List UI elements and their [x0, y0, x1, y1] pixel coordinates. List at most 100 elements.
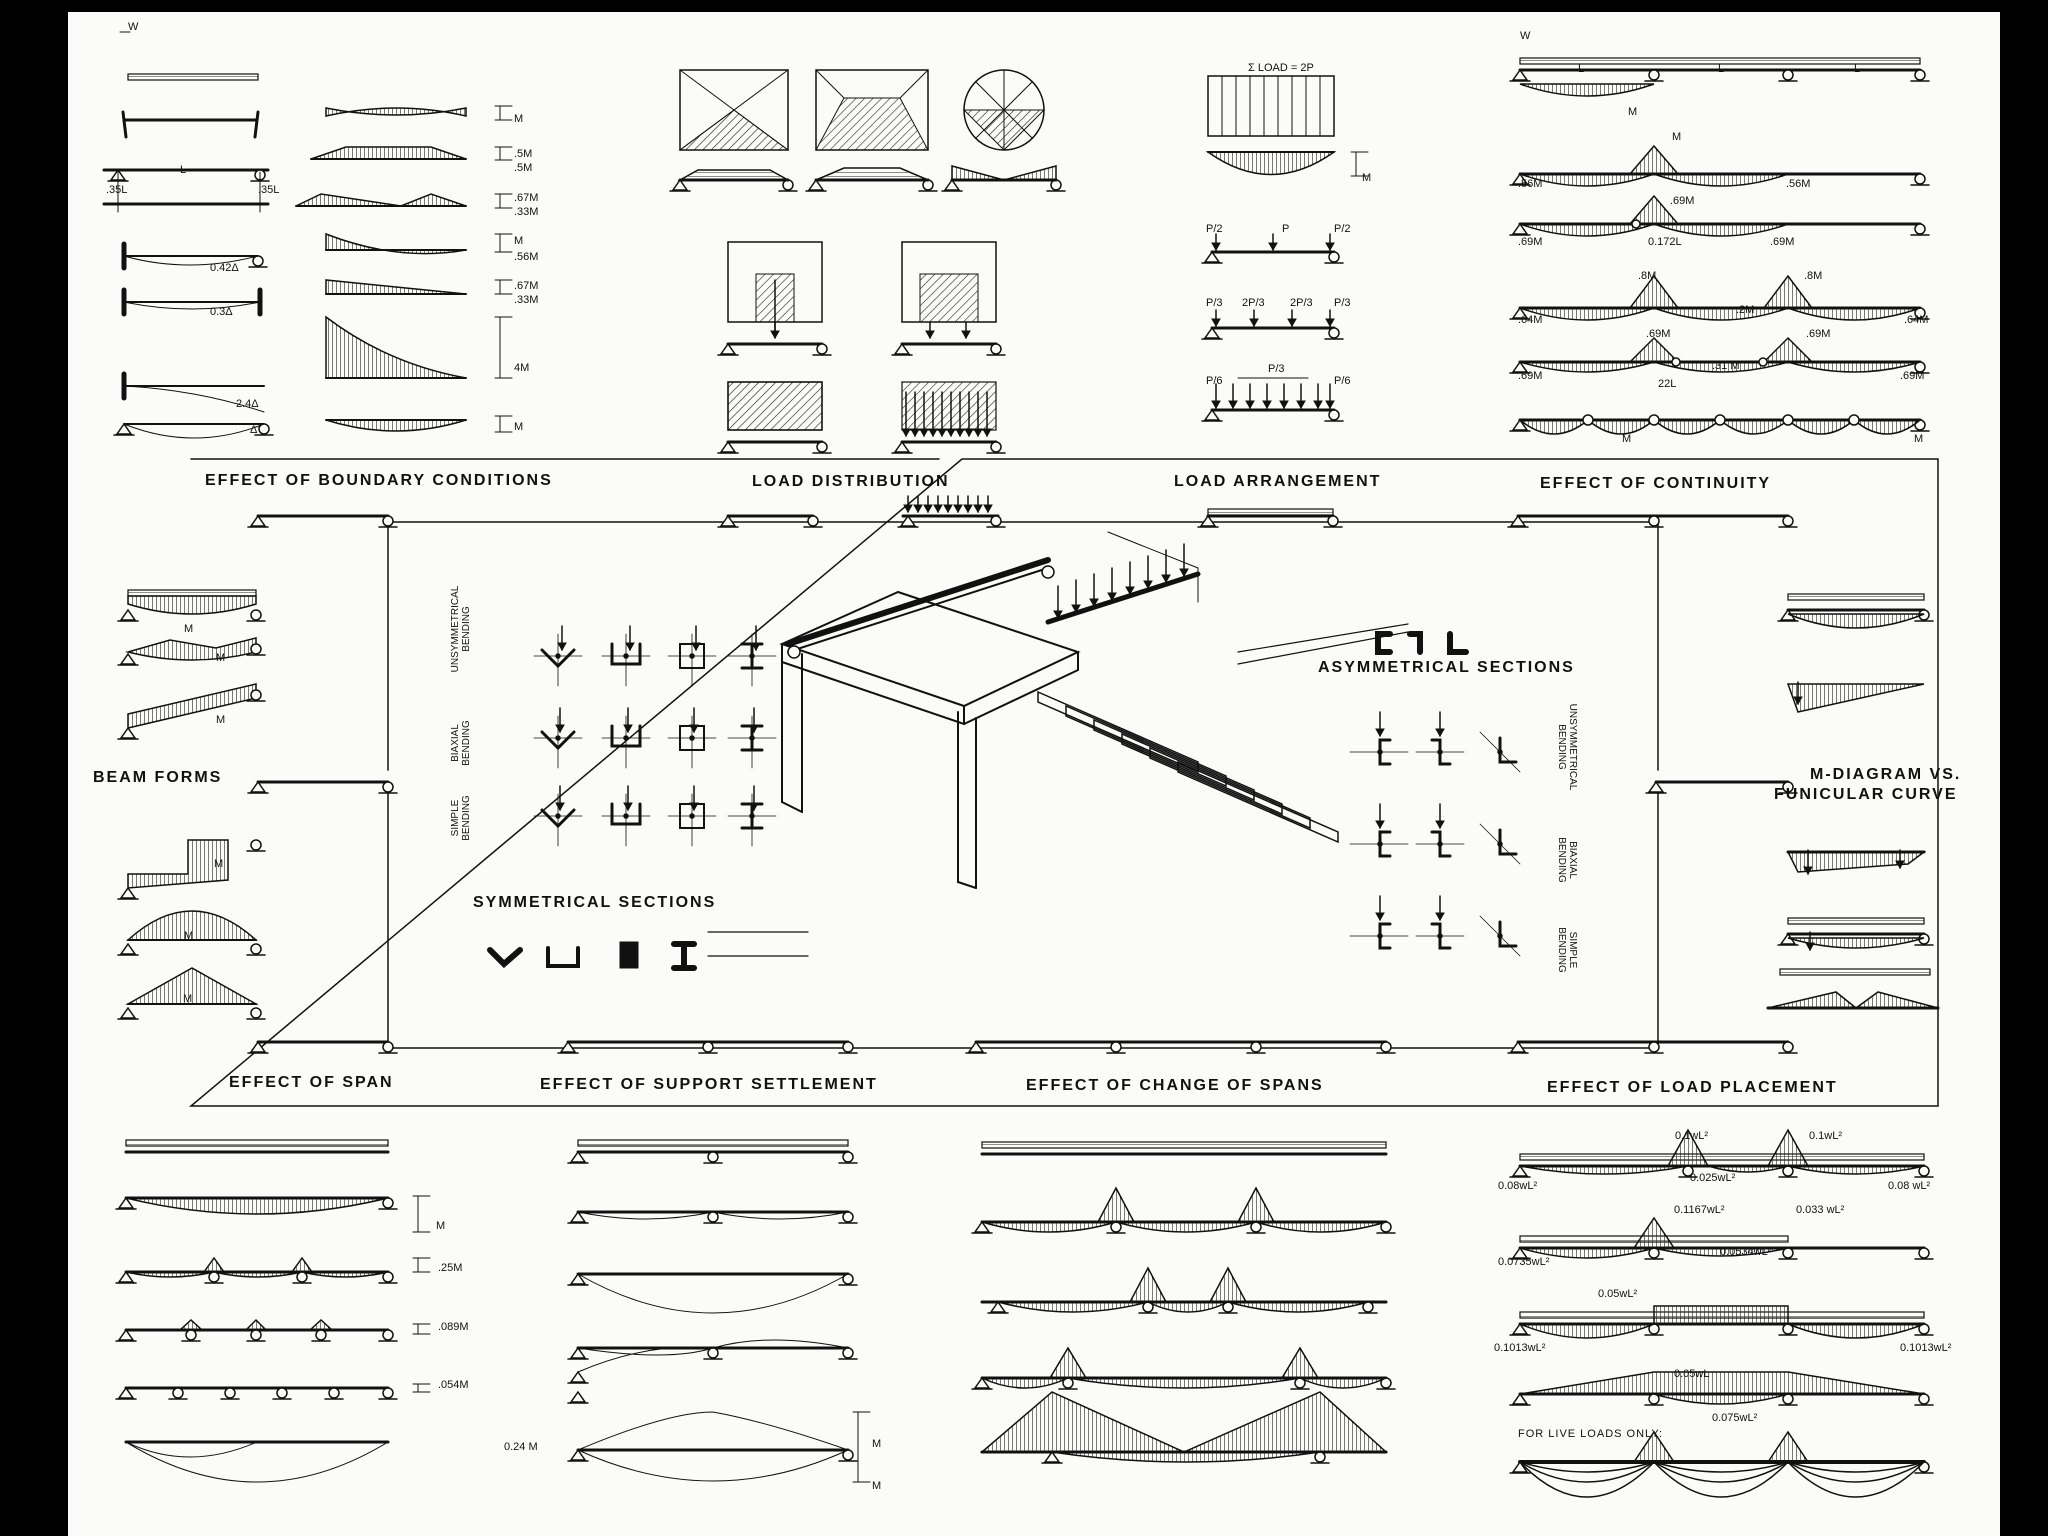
funi-moment-1: [1787, 613, 1925, 629]
moment-3: [295, 193, 467, 207]
ann-c69d: .69M: [1646, 328, 1671, 340]
radial: [1003, 81, 1033, 111]
arrow-head: [919, 428, 929, 438]
ann-c22: 22L: [1658, 378, 1677, 390]
roller-support: [702, 1041, 714, 1053]
cont-sag: [1519, 307, 1655, 321]
circle: [1437, 841, 1443, 847]
circle: [1631, 219, 1641, 229]
roller-support: [990, 515, 1002, 527]
arrow-head: [1375, 912, 1385, 922]
cont-sag: [1519, 223, 1655, 237]
arrow-head: [1071, 604, 1081, 614]
roller-support: [1380, 1041, 1392, 1053]
roller-support: [250, 1007, 262, 1019]
arrow-head: [1125, 586, 1135, 596]
ann-bfM4: M: [214, 858, 224, 870]
arrow-head: [910, 428, 920, 438]
arrow-head: [1211, 242, 1221, 252]
asym-l-section: [1498, 828, 1518, 856]
centroid: [749, 735, 755, 741]
ann-bfM1: M: [184, 623, 194, 635]
title-funicular-1: M-DIAGRAM VS.: [1810, 766, 1962, 783]
title-symmetrical: SYMMETRICAL SECTIONS: [473, 894, 717, 911]
roller-support: [1782, 781, 1794, 793]
centroid: [623, 653, 629, 659]
cont-sag: [1653, 223, 1789, 237]
arrow-head: [1803, 866, 1813, 876]
cont-sag: [1519, 173, 1655, 187]
load-slab: [1519, 1153, 1925, 1161]
span-envelope-1: [125, 1441, 389, 1483]
arrow-head: [1435, 912, 1445, 922]
pin-support: [1203, 408, 1221, 421]
joist: [1093, 718, 1255, 802]
pin-support: [1509, 514, 1527, 527]
pin-support: [1511, 1392, 1529, 1405]
arrow-head: [623, 724, 633, 734]
pin-support: [1511, 418, 1529, 431]
moment-peak: [1208, 1266, 1248, 1303]
pin-support: [807, 178, 825, 191]
settle-curve-4: [577, 1411, 849, 1482]
form-3: [127, 683, 257, 729]
circle: [1497, 933, 1503, 939]
moment-diagram: [1519, 1247, 1655, 1259]
label-biaxial-left: BIAXIAL BENDING: [450, 720, 472, 766]
roller-support: [1648, 515, 1660, 527]
panel-c: [727, 381, 823, 431]
roller-support: [1314, 1451, 1326, 1463]
moment-2: [310, 146, 467, 160]
asym-l-section: [1498, 736, 1518, 764]
circle: [1848, 414, 1860, 426]
arrow-head: [1161, 574, 1171, 584]
ann-lp005: 0.05wL²: [1598, 1288, 1638, 1300]
parabolic-moment: [1205, 151, 1337, 176]
ann-c2: .2M: [1736, 304, 1755, 316]
ann-c31: .31 M: [1712, 360, 1740, 372]
ann-c69f: .69M: [1518, 370, 1543, 382]
arrow-head: [691, 642, 701, 652]
pin-support: [943, 178, 961, 191]
roller-support: [224, 1387, 236, 1399]
ann-p6b: P/6: [1334, 375, 1351, 387]
roller-support: [382, 1041, 394, 1053]
pin-support: [559, 1040, 577, 1053]
column-base: [781, 801, 977, 889]
roller-support: [842, 1211, 854, 1223]
asym-z: [1407, 631, 1423, 655]
arrow-head: [1375, 728, 1385, 738]
title-funicular-2: FUNICULAR CURVE: [1774, 786, 1958, 803]
arrow-head: [1211, 400, 1221, 410]
roller-support: [172, 1387, 184, 1399]
ann-c69g: .69M: [1900, 370, 1925, 382]
ann-bM1: M: [514, 113, 524, 125]
arrow-head: [1279, 400, 1289, 410]
label-unsym-right: UNSYMMETRICAL BENDING: [1556, 703, 1578, 791]
moment-diagram: [1519, 1165, 1689, 1175]
ann-p2a: P/2: [1206, 223, 1223, 235]
title-span: EFFECT OF SPAN: [229, 1074, 394, 1091]
envelope-inner: [1519, 1461, 1925, 1473]
arrow-head: [903, 504, 913, 514]
ann-bfM3: M: [216, 714, 226, 726]
drawing-sheet: EFFECT OF BOUNDARY CONDITIONS LOAD DISTR…: [68, 12, 2000, 1536]
roller-support: [1918, 1393, 1930, 1405]
arrow-head: [1805, 942, 1815, 952]
pin-support: [119, 886, 137, 899]
pin-support: [1511, 1246, 1529, 1259]
arrow-head: [1296, 400, 1306, 410]
ann-bfM6: M: [183, 993, 193, 1005]
cont-sag: [1787, 307, 1921, 321]
pin-support: [973, 1376, 991, 1389]
moment-peak: [1632, 1430, 1676, 1463]
cont-hog: [1628, 274, 1680, 309]
leader: [1107, 531, 1199, 569]
ann-lp1167: 0.1167wL²: [1674, 1204, 1725, 1216]
ann-bM2: M: [514, 235, 524, 247]
ann-cL3: L: [1854, 63, 1861, 75]
pin-support: [249, 514, 267, 527]
ann-b67b: .67M: [514, 280, 539, 292]
funicular-1: [1787, 593, 1925, 601]
arrow-head: [1107, 592, 1117, 602]
